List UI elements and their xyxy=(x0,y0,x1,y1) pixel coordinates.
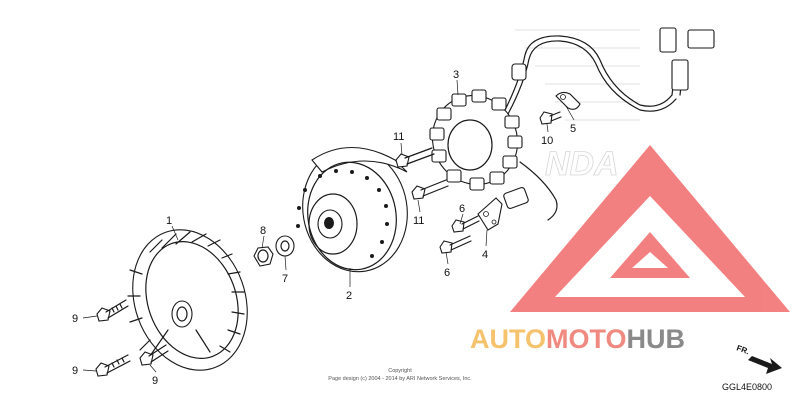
callout-3: 3 xyxy=(453,69,459,81)
washer-part[interactable] xyxy=(275,235,295,257)
leader-lines xyxy=(82,79,575,373)
callout-2: 2 xyxy=(346,290,352,302)
copyright-line-2: Page design (c) 2004 - 2014 by ARI Netwo… xyxy=(328,376,472,382)
bolt-part-11a[interactable] xyxy=(395,147,435,168)
brand-auto: AUTO xyxy=(470,324,546,354)
bolt-part-9b[interactable] xyxy=(95,354,131,377)
watermark-brand: AUTOMOTOHUB xyxy=(470,324,685,354)
callout-8: 8 xyxy=(260,225,266,237)
bolt-part-6b[interactable] xyxy=(439,235,472,254)
flywheel-rotor-part[interactable] xyxy=(293,140,417,280)
copyright-line-1: Copyright xyxy=(388,368,412,374)
bolt-part-6a[interactable] xyxy=(451,215,480,233)
bolt-part-9a[interactable] xyxy=(96,299,129,322)
callout-6b: 6 xyxy=(444,267,450,279)
callout-11a: 11 xyxy=(393,131,404,143)
callout-9b: 9 xyxy=(72,365,78,377)
callout-5: 5 xyxy=(570,123,576,135)
brand-hub: HUB xyxy=(627,324,686,354)
cooling-fan-part[interactable] xyxy=(114,214,267,387)
svg-text:NDA: NDA xyxy=(545,145,619,183)
nut-part[interactable] xyxy=(253,246,274,267)
callout-11b: 11 xyxy=(413,215,424,227)
direction-label: FR. xyxy=(735,343,750,356)
callout-labels: 1 2 3 4 5 6 6 7 8 9 9 9 10 11 11 xyxy=(72,69,576,387)
bolt-part-11b[interactable] xyxy=(411,179,449,200)
pulser-bracket-part[interactable] xyxy=(477,197,503,231)
stator-coil-part[interactable] xyxy=(418,27,715,221)
background-wing-emblem: NDA xyxy=(515,29,640,183)
front-direction-arrow-icon: FR. xyxy=(735,343,782,374)
bolt-part-9c[interactable] xyxy=(139,344,169,366)
diagram-code: GGL4E0800 xyxy=(722,382,772,392)
callout-10: 10 xyxy=(541,135,553,147)
brand-moto: MOTO xyxy=(546,324,627,354)
svg-text:AUTOMOTOHUB: AUTOMOTOHUB xyxy=(470,324,685,354)
callout-6a: 6 xyxy=(459,203,465,215)
bolt-part-10[interactable] xyxy=(539,111,562,125)
callout-9a: 9 xyxy=(72,313,78,325)
callout-9c: 9 xyxy=(152,375,158,387)
callout-1: 1 xyxy=(166,215,172,227)
triangle-a-logo-icon xyxy=(510,145,790,312)
wire-clamp-part[interactable] xyxy=(555,91,581,110)
callout-4: 4 xyxy=(482,249,488,261)
callout-7: 7 xyxy=(282,273,288,285)
